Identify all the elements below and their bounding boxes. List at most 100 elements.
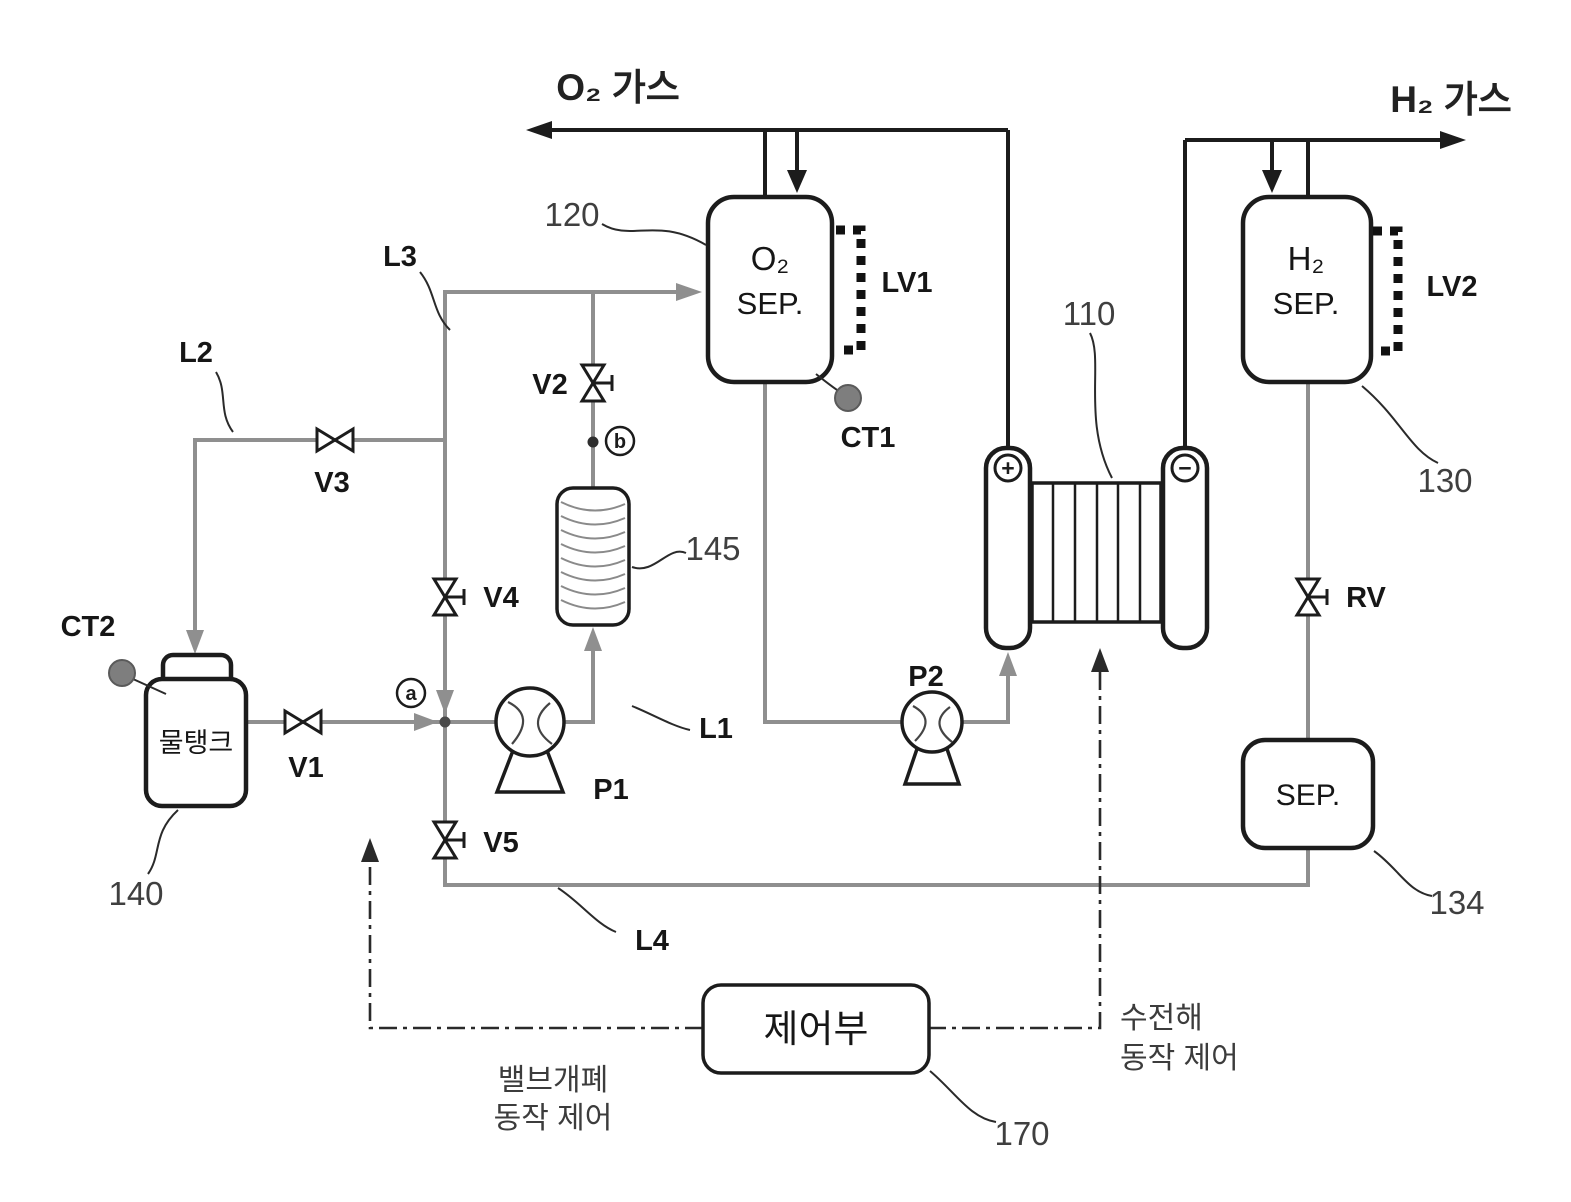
filter-hatch bbox=[560, 543, 626, 554]
anode-terminal-icon bbox=[993, 453, 1023, 483]
l1-label: L1 bbox=[699, 713, 733, 745]
junction-a-dot bbox=[439, 716, 451, 728]
leader-120 bbox=[601, 223, 707, 246]
electrolysis-control-note-2: 동작 제어 bbox=[1120, 1042, 1239, 1075]
leader-l1 bbox=[631, 705, 691, 731]
gas-piping bbox=[526, 121, 1466, 448]
leader-130 bbox=[1361, 385, 1439, 464]
ref-130: 130 bbox=[1417, 462, 1472, 499]
arrow-into-h2sep-top bbox=[1262, 170, 1282, 193]
o2-separator-label-1: O₂ bbox=[751, 240, 789, 277]
arrow-h2-gas-out bbox=[1440, 131, 1466, 149]
tank-label: 물탱크 bbox=[159, 728, 234, 758]
lv2-level-sensor-icon bbox=[1373, 226, 1403, 356]
controller-label: 제어부 bbox=[764, 1009, 869, 1051]
leader-140 bbox=[147, 809, 179, 875]
p1-label: P1 bbox=[593, 774, 628, 806]
arrow-o2-gas-out bbox=[526, 121, 552, 139]
junctions: a b bbox=[395, 425, 636, 728]
o2-gas-label: O₂ 가스 bbox=[556, 67, 680, 108]
pump-p1-body bbox=[494, 686, 566, 758]
ref-120: 120 bbox=[544, 196, 599, 233]
ref-110: 110 bbox=[1063, 295, 1116, 332]
h2-separator-vessel bbox=[1240, 194, 1374, 385]
pump-p1 bbox=[494, 686, 566, 794]
p2-label: P2 bbox=[908, 661, 943, 693]
separator-134-label: SEP. bbox=[1276, 779, 1341, 812]
junction-b-letter: b bbox=[614, 431, 626, 453]
ref-170: 170 bbox=[994, 1115, 1049, 1152]
h2-separator-label-1: H₂ bbox=[1288, 240, 1325, 277]
ref-145: 145 bbox=[685, 530, 740, 567]
leader-134 bbox=[1373, 850, 1433, 897]
arrow-control-valves bbox=[361, 838, 379, 862]
arrow-into-145 bbox=[584, 627, 602, 651]
l3-label: L3 bbox=[383, 241, 417, 273]
junction-a-letter: a bbox=[405, 683, 417, 705]
junction-a-marker bbox=[395, 677, 427, 709]
junction-b-dot bbox=[587, 436, 599, 448]
arrow-into-o2sep bbox=[676, 283, 702, 301]
leader-l2 bbox=[215, 371, 234, 433]
pump-p2-impeller bbox=[912, 705, 927, 742]
pump-p2-body bbox=[900, 690, 964, 754]
lv1-level-sensor-icon bbox=[836, 225, 866, 355]
l4-label: L4 bbox=[635, 925, 669, 957]
leader-l3 bbox=[419, 271, 451, 331]
o2-separator: O₂ SEP. bbox=[705, 194, 866, 412]
ct1-label: CT1 bbox=[841, 422, 896, 454]
anode-plus-sign: + bbox=[1001, 455, 1014, 481]
leader-170 bbox=[929, 1070, 997, 1123]
reference-leaders bbox=[147, 223, 1439, 1123]
water-piping bbox=[186, 283, 1310, 887]
v1-label: V1 bbox=[288, 752, 323, 784]
h2-separator-label-2: SEP. bbox=[1273, 286, 1340, 321]
arrow-into-tank bbox=[186, 630, 204, 654]
separator-134: SEP. bbox=[1240, 737, 1376, 851]
filter-hatch bbox=[560, 585, 626, 596]
filter-hatch bbox=[560, 599, 626, 610]
valve-v3-icon bbox=[315, 426, 355, 454]
filter-hatch bbox=[560, 557, 626, 568]
lv1-label: LV1 bbox=[881, 267, 932, 299]
ct1-leader bbox=[815, 373, 841, 393]
control-signal-lines bbox=[361, 648, 1109, 1030]
ref-134: 134 bbox=[1429, 884, 1484, 921]
arrow-into-anode bbox=[999, 652, 1017, 676]
line-l4-l3 bbox=[443, 290, 1310, 887]
v4-label: V4 bbox=[483, 582, 518, 614]
text-labels: O₂ 가스 H₂ 가스 120 110 130 140 145 134 170 … bbox=[61, 67, 1512, 1152]
filter-hatch bbox=[560, 529, 626, 540]
line-p2-outlet bbox=[962, 676, 1010, 724]
arrow-control-stack bbox=[1091, 648, 1109, 672]
control-line-valves bbox=[368, 862, 703, 1030]
separator-134-body bbox=[1240, 737, 1376, 851]
valve-control-note-2: 동작 제어 bbox=[494, 1102, 613, 1135]
ref-140: 140 bbox=[108, 875, 163, 912]
anode-endplate bbox=[983, 445, 1033, 651]
filter-hatch bbox=[560, 571, 626, 582]
junction-b-marker bbox=[604, 425, 636, 457]
pump-p1-base bbox=[494, 747, 566, 794]
h2-separator: H₂ SEP. bbox=[1240, 194, 1403, 385]
filter-hatch bbox=[560, 501, 626, 512]
valve-control-note-1: 밸브개폐 bbox=[498, 1064, 608, 1097]
pump-p2-impeller bbox=[938, 706, 953, 743]
leader-110 bbox=[1089, 332, 1113, 479]
lv2-label: LV2 bbox=[1426, 271, 1477, 303]
water-tank: 물탱크 bbox=[108, 652, 249, 809]
line-p1-outlet bbox=[564, 650, 595, 724]
controller: 제어부 bbox=[701, 983, 931, 1075]
h2-gas-label: H₂ 가스 bbox=[1390, 79, 1512, 120]
cathode-terminal-icon bbox=[1170, 453, 1200, 483]
rv-label: RV bbox=[1346, 582, 1386, 614]
valve-v1-icon bbox=[283, 708, 323, 736]
pump-p2-base bbox=[902, 745, 962, 786]
ct2-leader bbox=[132, 678, 167, 695]
ct2-label: CT2 bbox=[61, 611, 116, 643]
pump-p1-impeller bbox=[507, 701, 525, 745]
leader-145 bbox=[631, 550, 687, 570]
v5-label: V5 bbox=[483, 827, 518, 859]
